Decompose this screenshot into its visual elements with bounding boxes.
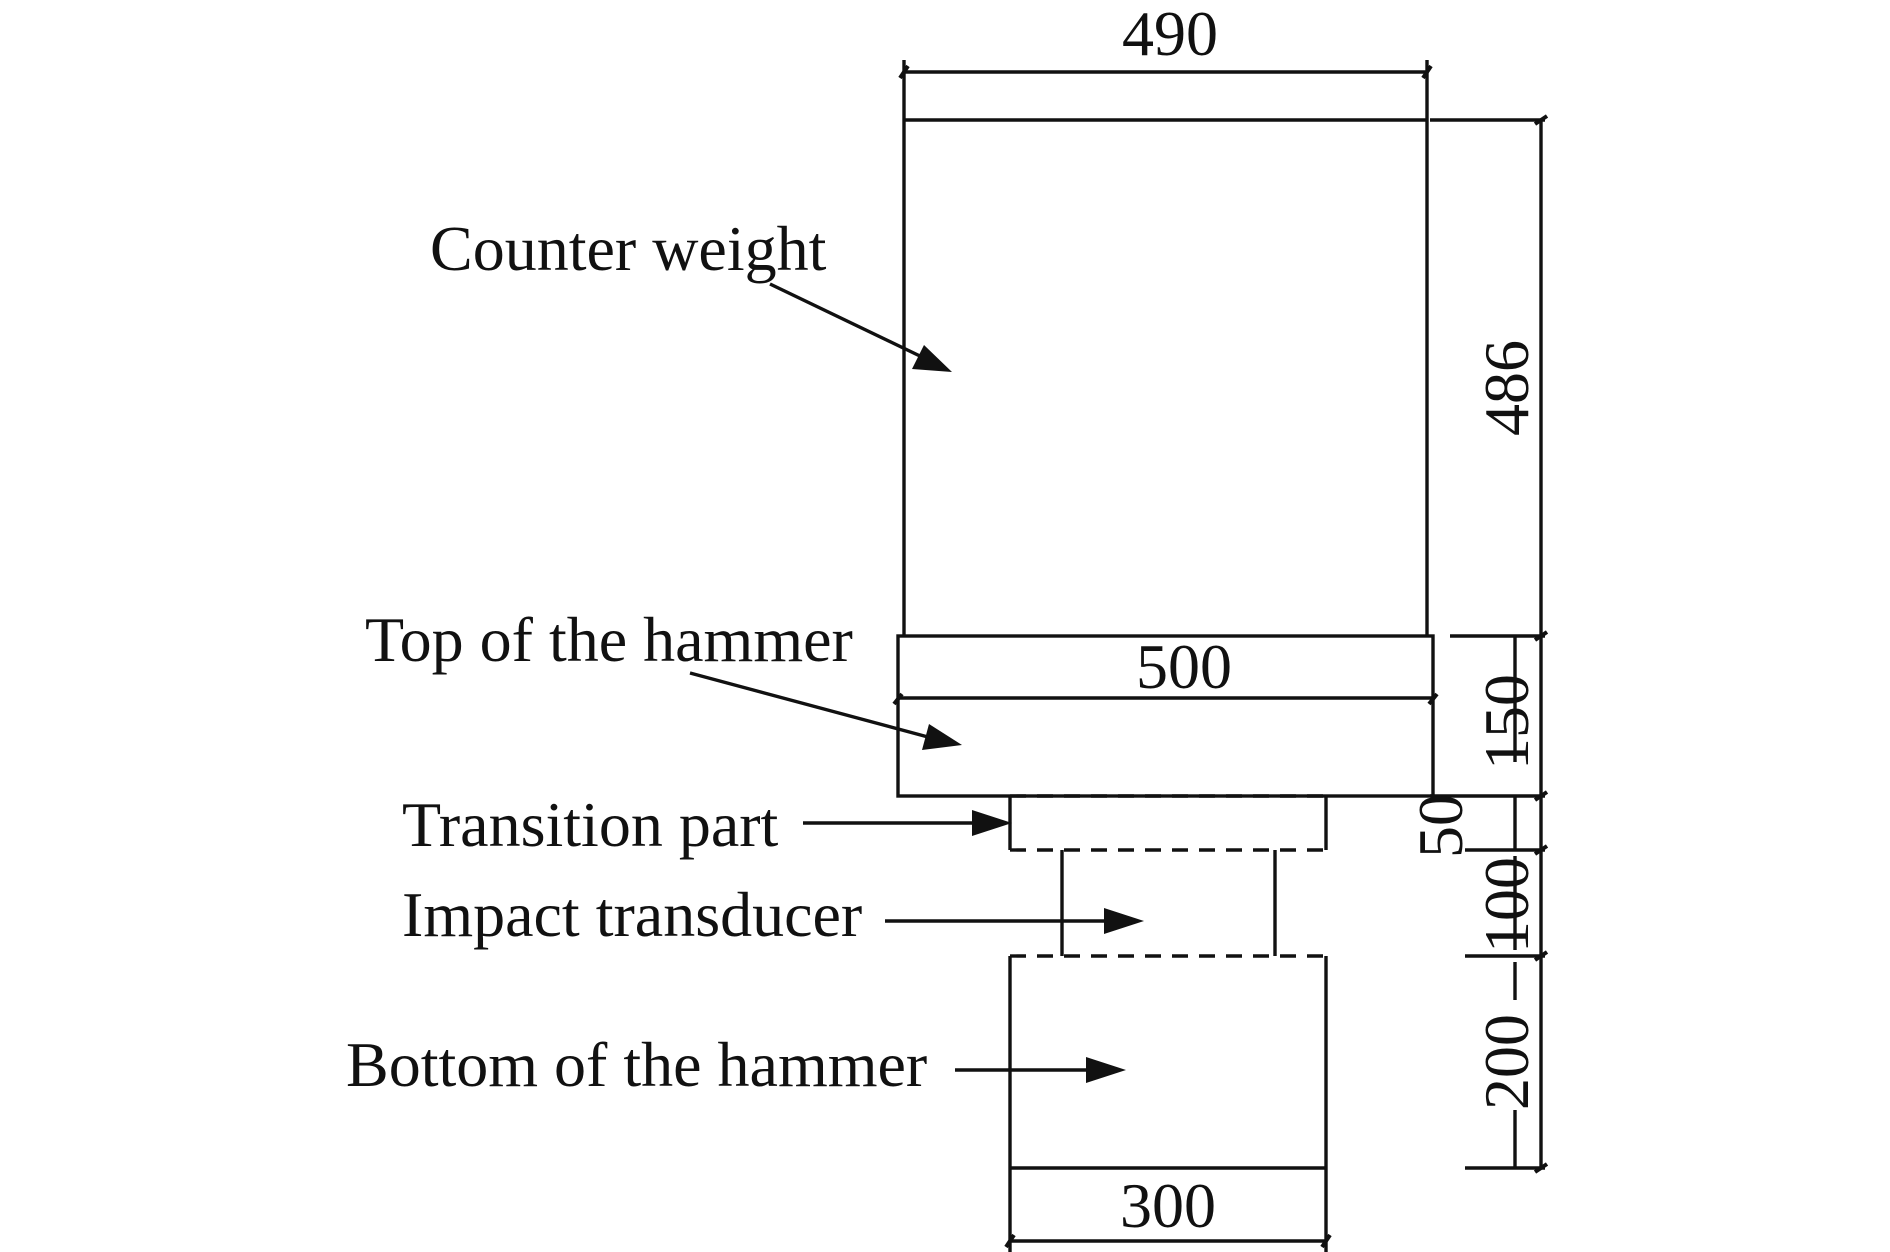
- transition-part-body: [1008, 794, 1328, 852]
- label-counter-weight: Counter weight: [430, 213, 827, 284]
- right-dimension-chain: [1430, 114, 1549, 1174]
- top-of-hammer-body: [892, 634, 1439, 798]
- impact-transducer-body: [1010, 850, 1326, 958]
- dimension-490: 490: [898, 0, 1433, 120]
- dimension-300: 300: [1004, 1168, 1332, 1252]
- label-impact-transducer: Impact transducer: [402, 879, 862, 950]
- arrow-counter-weight: [769, 282, 952, 372]
- label-top-of-hammer: Top of the hammer: [365, 604, 853, 675]
- arrow-bottom-of-hammer: [955, 1057, 1126, 1083]
- arrow-top-of-hammer: [689, 671, 962, 750]
- arrow-transition-part: [803, 810, 1012, 836]
- dimension-label-500: 500: [1136, 631, 1232, 702]
- counter-weight-body: [902, 118, 1429, 636]
- label-bottom-of-hammer: Bottom of the hammer: [346, 1029, 927, 1100]
- dimension-label-150: 150: [1471, 674, 1542, 770]
- dimension-label-50: 50: [1405, 794, 1476, 858]
- dimension-label-200: 200: [1471, 1014, 1542, 1110]
- dimension-label-490: 490: [1122, 0, 1218, 69]
- arrow-impact-transducer: [885, 908, 1144, 934]
- dimension-label-300: 300: [1120, 1170, 1216, 1241]
- dimension-label-100: 100: [1471, 857, 1542, 953]
- label-transition-part: Transition part: [402, 789, 779, 860]
- dimension-label-486: 486: [1471, 340, 1542, 436]
- bottom-of-hammer-body: [1008, 956, 1328, 1170]
